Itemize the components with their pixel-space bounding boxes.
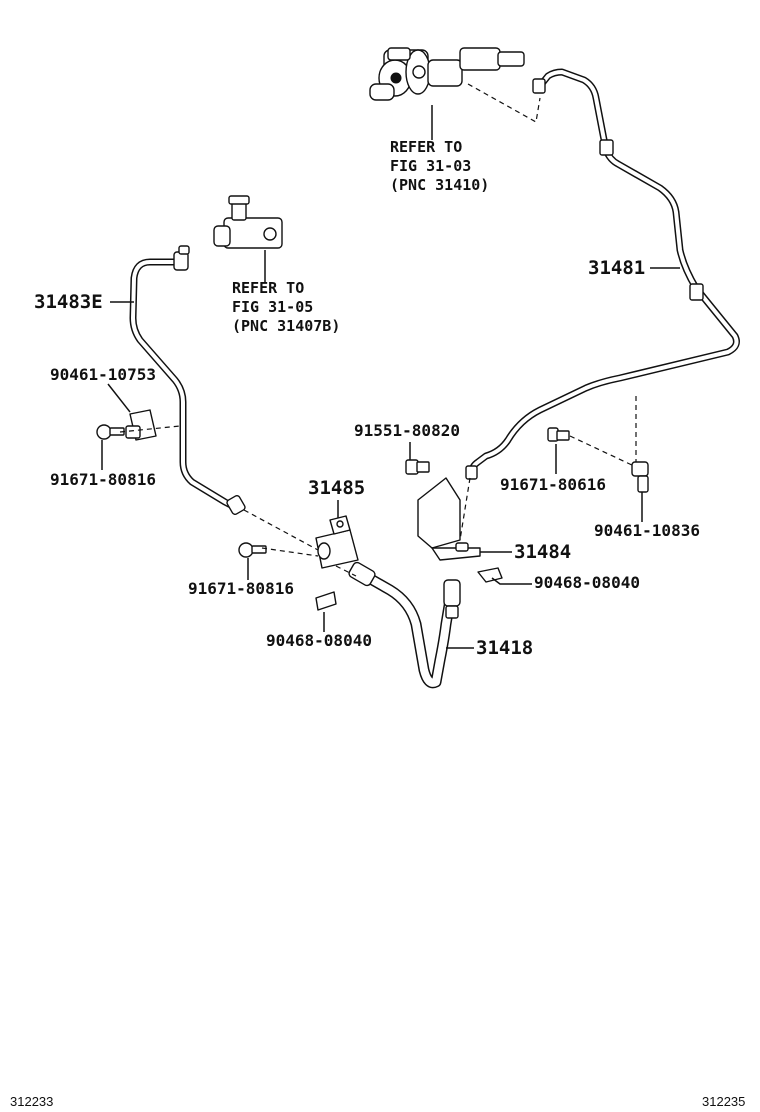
refer-fig-31-03-line1: REFER TO <box>390 138 462 156</box>
clutch-junction-fitting <box>213 195 283 249</box>
refer-fig-31-03-line3: (PNC 31410) <box>390 176 489 194</box>
bracket-31484 <box>417 477 481 561</box>
footer-code-right: 312235 <box>702 1094 745 1109</box>
label-91671-80616: 91671-80616 <box>500 475 606 494</box>
refer-fig-31-05: REFER TO FIG 31-05 (PNC 31407B) <box>232 279 340 335</box>
bolt-91671-80816-upper <box>96 424 125 440</box>
footer-code-left: 312233 <box>10 1094 53 1109</box>
clip-90468-08040-left <box>315 591 337 611</box>
refer-fig-31-05-line2: FIG 31-05 <box>232 298 313 316</box>
refer-fig-31-03-line2: FIG 31-03 <box>390 157 471 175</box>
bolt-91551-80820 <box>405 459 430 475</box>
label-91671-80816-upper: 91671-80816 <box>50 470 156 489</box>
label-31418: 31418 <box>476 637 533 659</box>
leader-lines <box>101 105 680 649</box>
clutch-master-cylinder <box>369 47 525 101</box>
pipe-31481 <box>465 68 740 480</box>
label-90468-08040-left: 90468-08040 <box>266 631 372 650</box>
hose-31418 <box>348 561 461 689</box>
bracket-31485 <box>315 515 359 569</box>
assembly-dash-lines <box>119 83 637 577</box>
clamp-90461-10836 <box>631 461 649 493</box>
bolt-91671-80616 <box>547 427 570 442</box>
clip-90468-08040-right <box>477 567 503 583</box>
label-31481: 31481 <box>588 257 645 279</box>
pipe-31483e <box>129 245 246 516</box>
clamp-90461-10753 <box>125 409 157 441</box>
refer-fig-31-05-line1: REFER TO <box>232 279 304 297</box>
label-31484: 31484 <box>514 541 571 563</box>
refer-fig-31-05-line3: (PNC 31407B) <box>232 317 340 335</box>
label-90468-08040-right: 90468-08040 <box>534 573 640 592</box>
label-91551-80820: 91551-80820 <box>354 421 460 440</box>
bolt-91671-80816-lower <box>238 542 267 558</box>
label-91671-80816-lower: 91671-80816 <box>188 579 294 598</box>
label-90461-10836: 90461-10836 <box>594 521 700 540</box>
label-31483e: 31483E <box>34 291 103 313</box>
label-90461-10753: 90461-10753 <box>50 365 156 384</box>
label-31485: 31485 <box>308 477 365 499</box>
refer-fig-31-03: REFER TO FIG 31-03 (PNC 31410) <box>390 138 489 194</box>
